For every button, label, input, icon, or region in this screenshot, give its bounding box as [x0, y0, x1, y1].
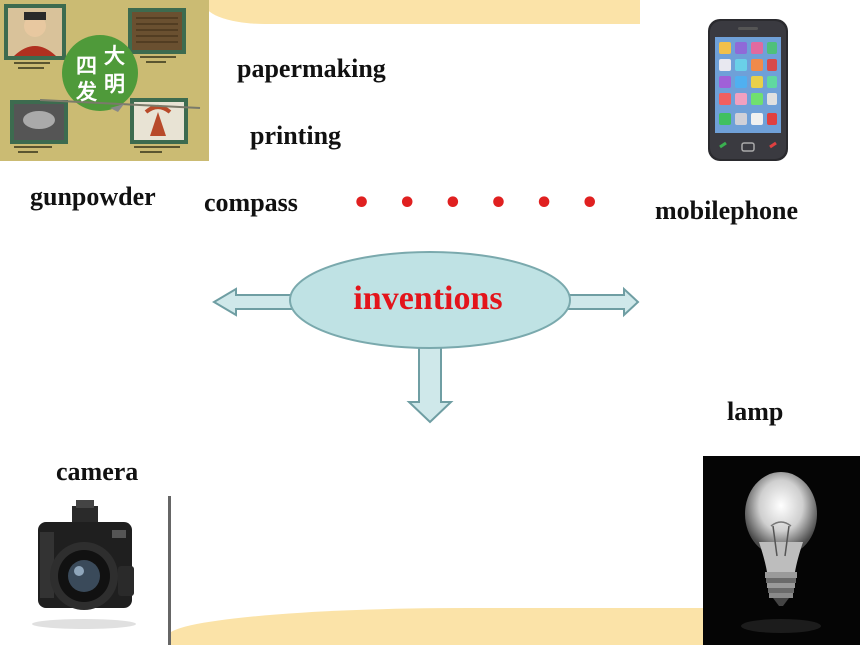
char-fa: 发	[76, 80, 97, 104]
char-si: 四	[76, 54, 97, 78]
char-da: 大	[104, 44, 125, 68]
inventions-ellipse	[289, 251, 571, 349]
label-printing: printing	[250, 121, 342, 150]
label-mobilephone: mobilephone	[655, 196, 799, 225]
label-camera: camera	[56, 457, 139, 486]
four-inventions-image: 四 大 发 明	[0, 0, 209, 161]
char-ming: 明	[104, 72, 125, 96]
label-compass: compass	[204, 188, 298, 217]
mobilephone-image	[700, 15, 796, 170]
light-bulb-icon	[741, 472, 821, 633]
four-great-inventions-icon	[0, 0, 209, 161]
down-arrow	[406, 345, 454, 424]
smartphone-icon	[708, 19, 788, 161]
inventions-label: inventions	[353, 280, 502, 317]
label-lamp: lamp	[727, 397, 784, 426]
four-inventions-title-chars: 四 大 发 明	[70, 44, 132, 104]
ellipsis-dots: • • • • • •	[352, 186, 608, 221]
left-arrow	[212, 287, 297, 317]
top-band	[205, 0, 640, 24]
label-gunpowder: gunpowder	[30, 182, 156, 211]
camera-icon	[32, 500, 136, 629]
camera-image	[0, 496, 171, 645]
right-arrow	[565, 286, 640, 318]
label-papermaking: papermaking	[237, 54, 386, 83]
lamp-image	[703, 456, 860, 645]
